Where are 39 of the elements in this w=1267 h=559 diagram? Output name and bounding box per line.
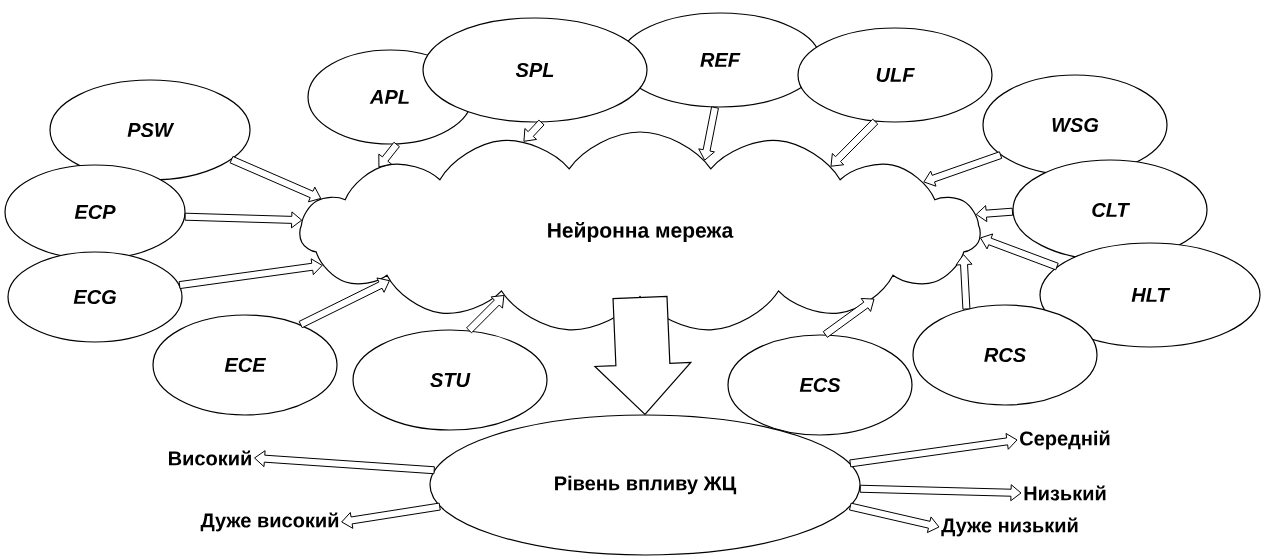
ellipse-node: ECE (152, 314, 338, 416)
arrow (184, 211, 303, 229)
ellipse-node: ECP (4, 164, 186, 260)
arrow (298, 277, 390, 329)
ellipse-node: RCS (912, 304, 1098, 406)
arrow (975, 205, 1014, 223)
ellipse-node: HLT (1039, 242, 1261, 348)
ellipse-node: WSG (982, 74, 1168, 176)
arrow (229, 155, 322, 203)
level-label: Середній (1020, 430, 1110, 450)
ellipse-node: ULF (797, 27, 993, 123)
arrow (822, 298, 875, 338)
arrow (254, 450, 435, 475)
arrow (923, 151, 1003, 187)
arrow (378, 141, 400, 168)
level-label: Дуже низький (941, 517, 1078, 537)
node-label: HLT (1131, 288, 1171, 302)
arrow (698, 106, 719, 161)
ellipse-node: CLT (1012, 159, 1208, 261)
ellipse-node: STU (352, 329, 548, 431)
ellipse-node: PSW (49, 79, 251, 181)
level-label: Дуже високий (200, 512, 339, 532)
arrow (593, 295, 693, 416)
arrow (955, 254, 973, 310)
arrow (859, 484, 1022, 502)
ellipse-node: SPL (422, 17, 648, 123)
arrow (849, 432, 1018, 468)
arrow (830, 118, 879, 167)
arrow (980, 233, 1059, 271)
arrow (178, 258, 323, 290)
ellipse-node: ECS (727, 334, 913, 436)
arrow (849, 502, 940, 534)
arrow (341, 502, 441, 529)
ellipse-node: ECG (7, 251, 183, 343)
node-label: Рівень впливу ЖЦ (555, 475, 737, 495)
arrow (523, 119, 545, 142)
level-label: Високий (169, 450, 251, 466)
arrow (466, 294, 505, 334)
level-label: Низький (1024, 485, 1106, 501)
